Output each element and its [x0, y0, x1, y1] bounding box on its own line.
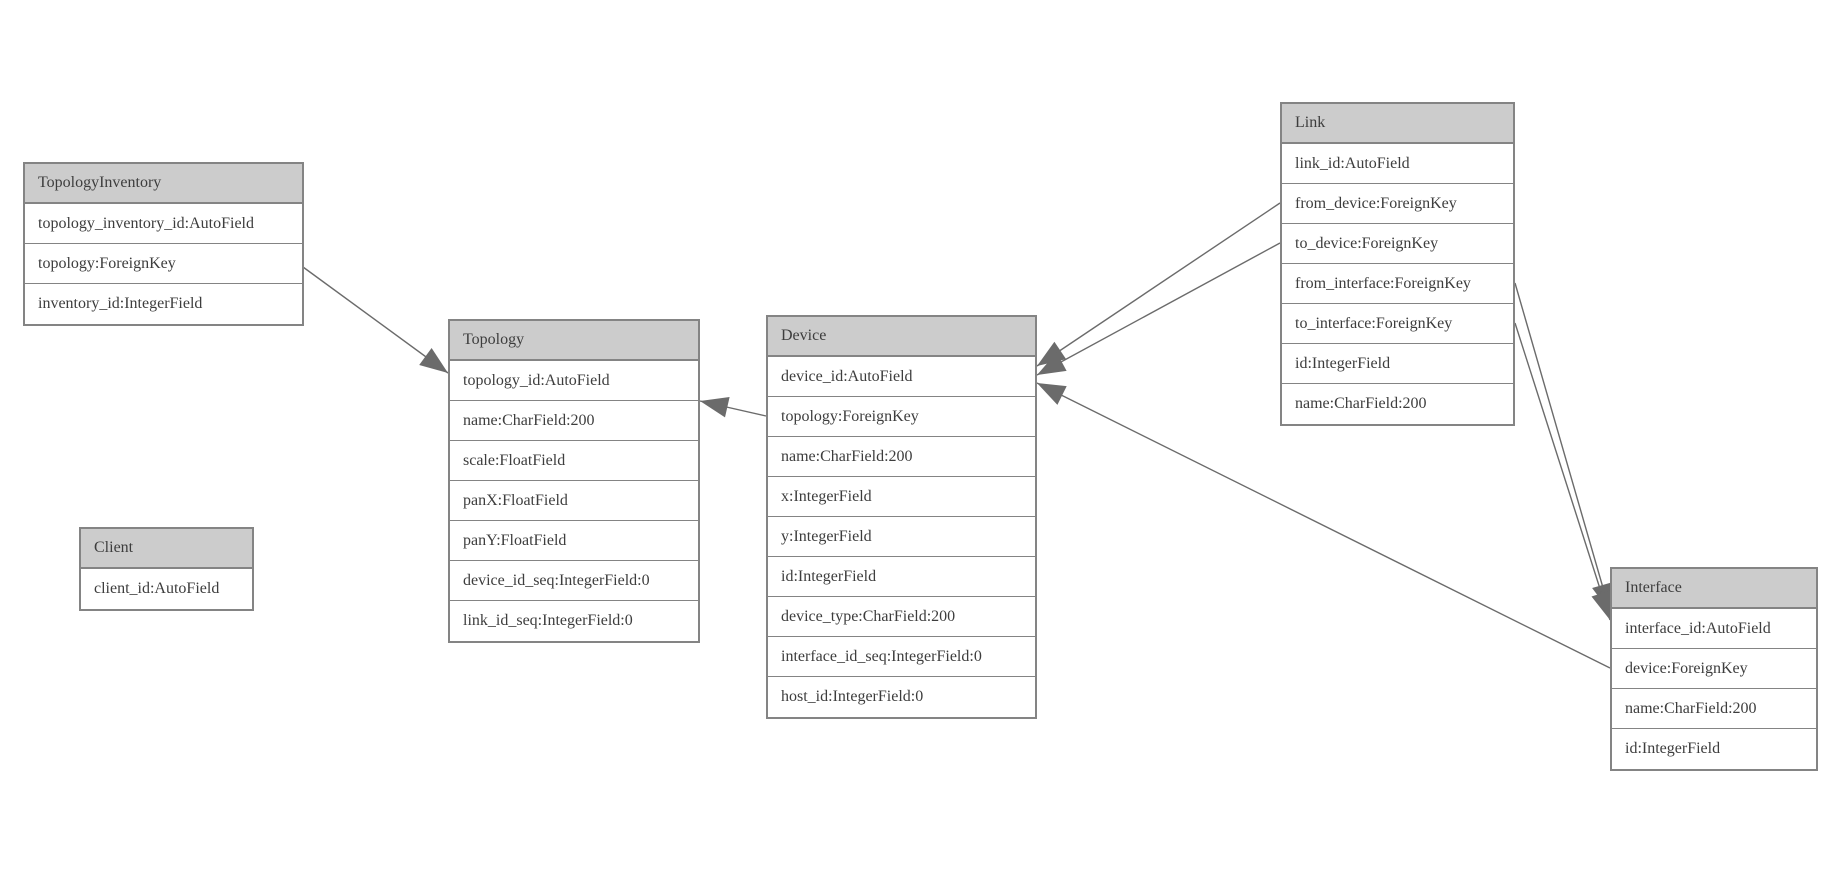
field-row: host_id:IntegerField:0	[768, 677, 1035, 717]
relationship-edge-link-to-interface	[1514, 322, 1611, 621]
field-row: to_device:ForeignKey	[1282, 224, 1513, 264]
relationship-edge-link-to-device	[1036, 242, 1281, 376]
field-row: interface_id:AutoField	[1612, 609, 1816, 649]
field-row: scale:FloatField	[450, 441, 698, 481]
field-row: id:IntegerField	[768, 557, 1035, 597]
field-row: panY:FloatField	[450, 521, 698, 561]
field-row: inventory_id:IntegerField	[25, 284, 302, 324]
field-row: from_device:ForeignKey	[1282, 184, 1513, 224]
field-row: topology_id:AutoField	[450, 361, 698, 401]
entity-title-device: Device	[768, 317, 1035, 357]
arrowhead-icon	[1037, 352, 1067, 375]
field-row: interface_id_seq:IntegerField:0	[768, 637, 1035, 677]
field-row: device_id:AutoField	[768, 357, 1035, 397]
relationship-edge-link-from-device	[1036, 202, 1281, 367]
field-row: id:IntegerField	[1612, 729, 1816, 769]
relationship-edge-interface-device	[1036, 382, 1611, 669]
field-row: y:IntegerField	[768, 517, 1035, 557]
field-row: name:CharField:200	[768, 437, 1035, 477]
field-row: topology:ForeignKey	[768, 397, 1035, 437]
field-row: to_interface:ForeignKey	[1282, 304, 1513, 344]
relationship-edge-topologyinventory-topology	[302, 266, 449, 374]
entity-title-link: Link	[1282, 104, 1513, 144]
field-row: panX:FloatField	[450, 481, 698, 521]
relationship-edge-link-from-interface	[1514, 282, 1611, 613]
field-row: name:CharField:200	[1612, 689, 1816, 729]
field-row: device_id_seq:IntegerField:0	[450, 561, 698, 601]
field-row: link_id:AutoField	[1282, 144, 1513, 184]
field-row: link_id_seq:IntegerField:0	[450, 601, 698, 641]
entity-title-topologyinventory: TopologyInventory	[25, 164, 302, 204]
arrowhead-icon	[419, 348, 448, 373]
field-row: topology:ForeignKey	[25, 244, 302, 284]
field-row: client_id:AutoField	[81, 569, 252, 609]
arrowhead-icon	[1591, 590, 1612, 620]
field-row: device_type:CharField:200	[768, 597, 1035, 637]
field-row: from_interface:ForeignKey	[1282, 264, 1513, 304]
entity-title-client: Client	[81, 529, 252, 569]
field-row: device:ForeignKey	[1612, 649, 1816, 689]
field-row: name:CharField:200	[450, 401, 698, 441]
field-row: name:CharField:200	[1282, 384, 1513, 424]
entity-title-topology: Topology	[450, 321, 698, 361]
field-row: id:IntegerField	[1282, 344, 1513, 384]
arrowhead-icon	[700, 397, 730, 418]
field-row: x:IntegerField	[768, 477, 1035, 517]
arrowhead-icon	[1037, 383, 1067, 405]
field-row: topology_inventory_id:AutoField	[25, 204, 302, 244]
entity-title-interface: Interface	[1612, 569, 1816, 609]
